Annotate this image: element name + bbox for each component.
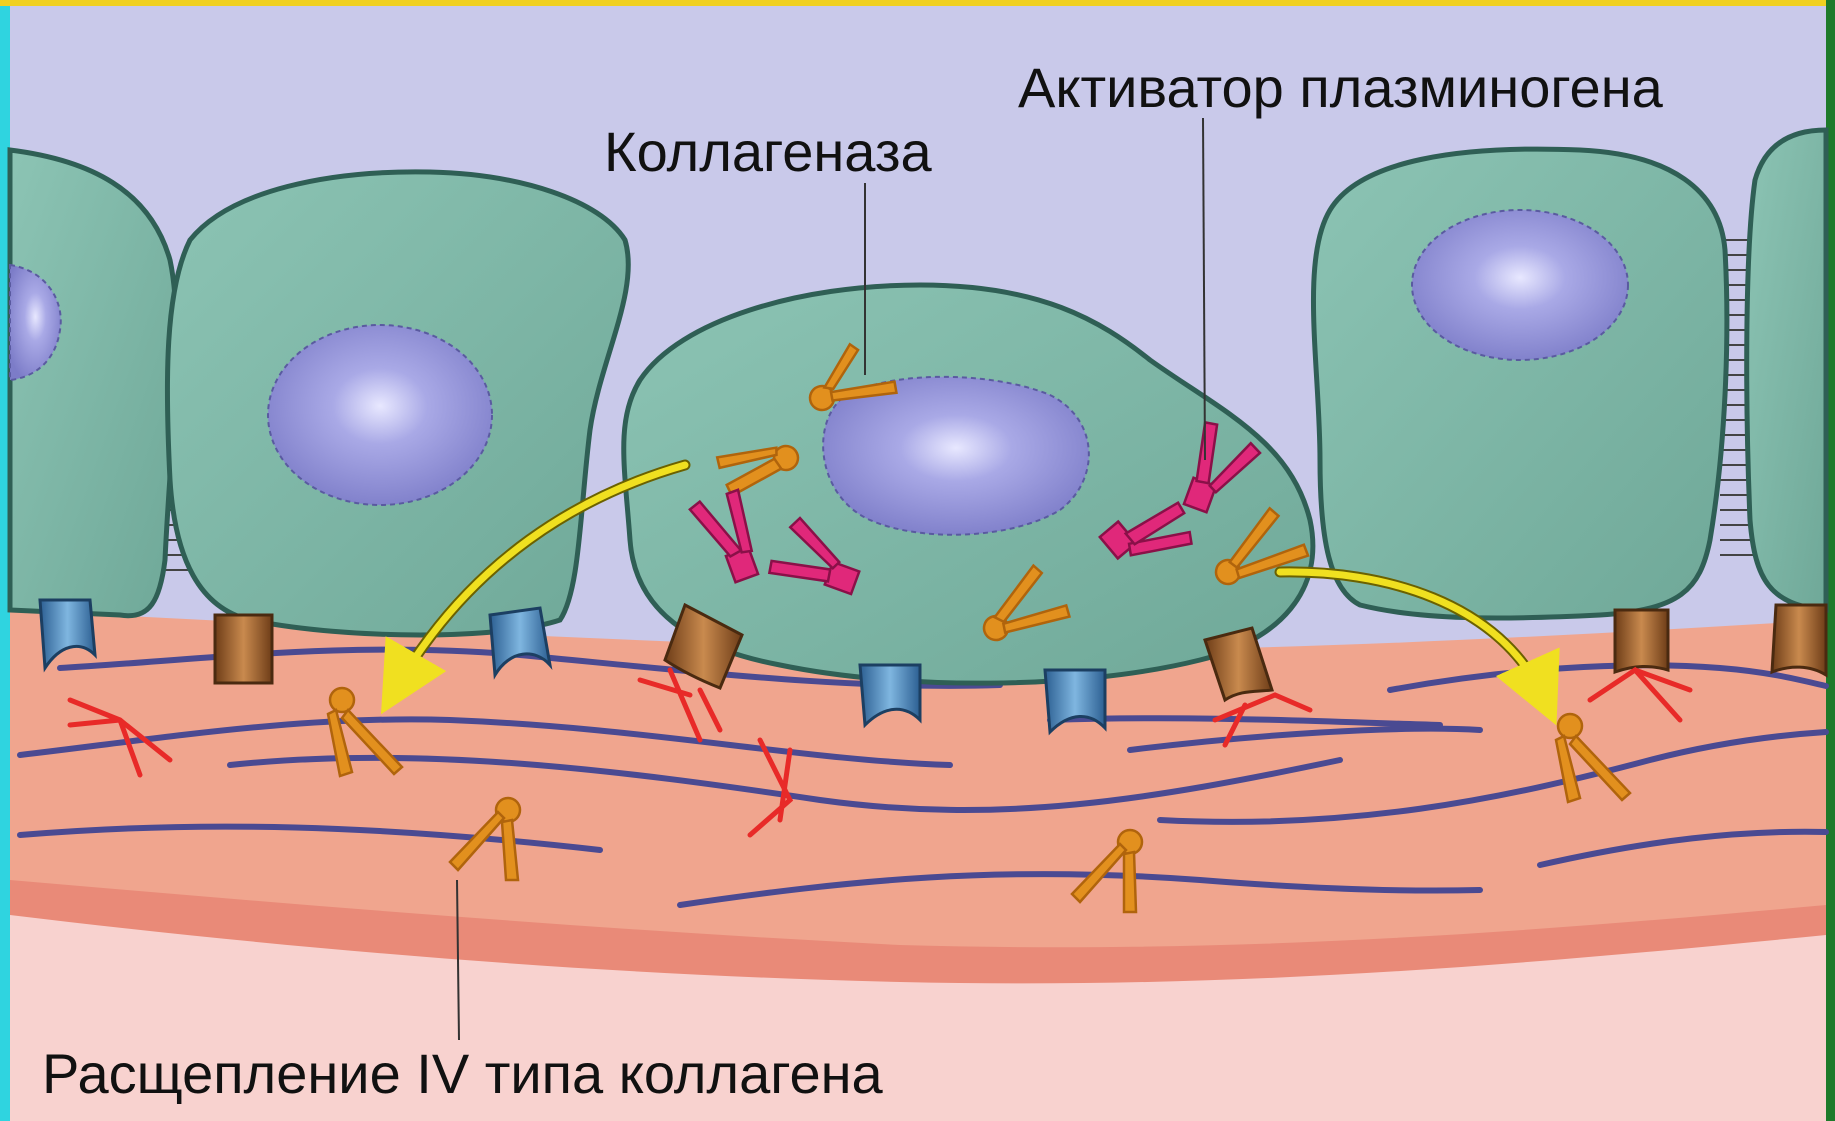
brown-receptor (1772, 605, 1826, 675)
brown-receptor (1615, 610, 1668, 672)
cell-far-left (10, 150, 176, 616)
nucleus (1412, 210, 1628, 360)
label-collagen-iv-cleavage: Расщепление IV типа коллагена (42, 1046, 883, 1102)
nucleus (268, 325, 492, 505)
cell-far-right (1747, 130, 1826, 610)
label-collagenase: Коллагеназа (604, 124, 932, 180)
nucleus (823, 377, 1089, 535)
label-plasminogen-activator: Активатор плазминогена (1018, 60, 1663, 116)
frame-top-border (0, 0, 1835, 6)
brown-receptor (215, 615, 272, 683)
